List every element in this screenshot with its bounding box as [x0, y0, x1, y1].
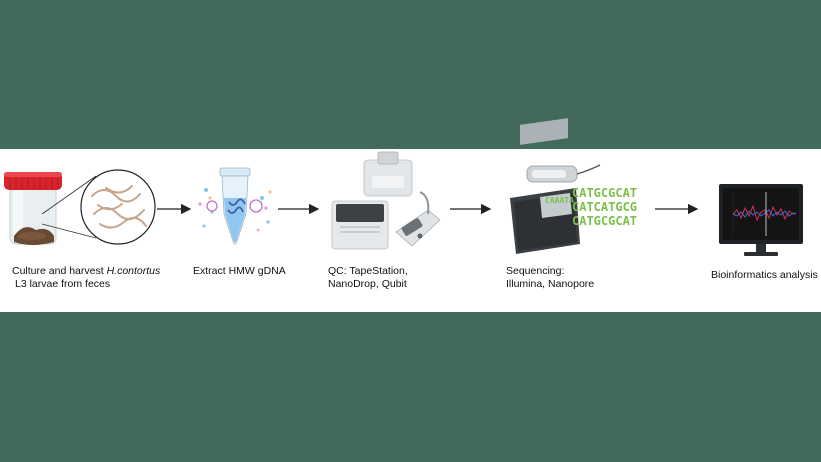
sequence-text-graphic: CAAATA	[545, 196, 574, 205]
step-5-text: Bioinformatics analysis	[711, 269, 818, 281]
step-4-line-1: Sequencing:	[506, 265, 565, 277]
dna-tube-icon	[198, 167, 272, 245]
sequence-line-1: CATGCGCAT	[572, 186, 637, 200]
magnifier-lines	[41, 175, 97, 239]
qubit-icon	[363, 151, 413, 197]
specimen-jar-icon	[4, 172, 62, 245]
step-1-line-2: L3 larvae from feces	[15, 278, 111, 290]
step-1-label: Culture and harvest H.contortus L3 larva…	[12, 265, 160, 291]
step-2-text: Extract HMW gDNA	[193, 265, 286, 277]
sequence-line-3: CATGCGCAT	[572, 214, 637, 228]
step-4-label: Sequencing: Illumina, Nanopore	[506, 265, 594, 291]
sequence-line-2: CATCATGCG	[572, 200, 637, 214]
step-5-label: Bioinformatics analysis	[711, 269, 818, 282]
step-1-species: H.contortus	[106, 265, 161, 277]
svg-text:CAAATA: CAAATA	[545, 196, 574, 205]
larvae-magnified-icon	[80, 169, 156, 245]
step-3-line-2: NanoDrop, Qubit	[328, 278, 407, 290]
step-2-label: Extract HMW gDNA	[193, 265, 286, 278]
nanopore-device-icon	[526, 164, 601, 183]
monitor-icon	[719, 184, 803, 256]
nanodrop-icon	[395, 191, 441, 247]
illumina-sequencer-icon	[510, 118, 580, 254]
tapestation-icon	[331, 200, 389, 250]
step-3-label: QC: TapeStation, NanoDrop, Qubit	[328, 265, 408, 291]
step-1-text: Culture and harvest	[12, 265, 107, 277]
step-4-line-2: Illumina, Nanopore	[506, 278, 595, 290]
step-3-line-1: QC: TapeStation,	[328, 265, 408, 277]
